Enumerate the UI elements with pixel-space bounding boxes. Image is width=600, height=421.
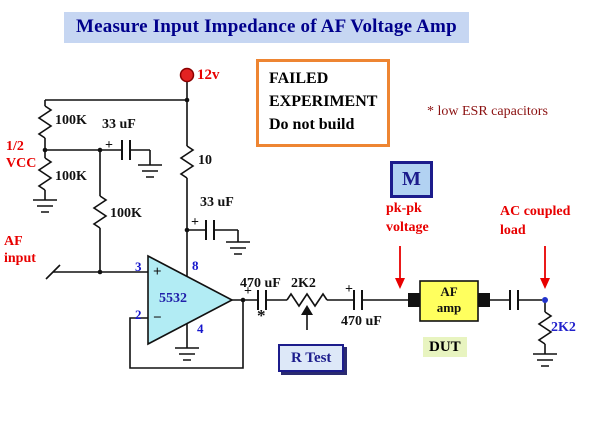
cap-out2-470uf: [353, 290, 363, 310]
dut-left-connector: [408, 293, 420, 307]
cap-out2-polarity: +: [345, 282, 353, 297]
ground-opamp: [175, 347, 199, 361]
feedback-loop-wire: [129, 300, 244, 369]
dut-right-connector: [478, 293, 490, 307]
pot-value-label: 2K2: [291, 276, 316, 291]
opamp-noninv-sign: +: [153, 264, 162, 280]
load-pointer-arrow: [540, 246, 550, 289]
page-title: Measure Input Impedance of AF Voltage Am…: [64, 12, 469, 43]
vcc-node-wires: [45, 149, 151, 165]
cap-out1-label: 470 uF: [240, 276, 281, 291]
resistor-divider-top-label: 100K: [55, 113, 87, 128]
dut-caption: DUT: [423, 337, 467, 357]
meter-caption-line2: voltage: [386, 220, 429, 235]
cap-out1-polarity: +: [244, 284, 252, 299]
resistor-divider-bottom-label: 100K: [55, 169, 87, 184]
dut-box-line2: amp: [436, 300, 462, 315]
cap-bypass-polarity: +: [105, 138, 113, 153]
resistor-series-100k: [92, 195, 108, 229]
cap-load-coupling: [509, 290, 519, 310]
resistors: [37, 105, 553, 345]
meter-pointer-arrow: [395, 246, 405, 289]
cap-out1-esr-mark: *: [257, 306, 266, 325]
load-resistor-label: 2K2: [551, 320, 576, 335]
opamp-pin8-label: 8: [192, 258, 199, 273]
cap-decouple-33uf: [205, 220, 215, 240]
half-vcc-label: 1/2 VCC: [6, 139, 36, 173]
af-input-line2: input: [4, 250, 36, 266]
esr-note: * low ESR capacitors: [427, 104, 548, 119]
resistor-load-2k2: [537, 311, 553, 345]
resistor-supply-label: 10: [198, 153, 212, 168]
meter-box: M: [390, 161, 433, 198]
af-input-label: AF input: [4, 234, 36, 268]
ground-divider: [33, 199, 57, 213]
grounds: [33, 164, 557, 367]
warning-line-3: Do not build: [269, 116, 355, 134]
potentiometer-rtest: [286, 292, 328, 308]
resistor-series-label: 100K: [110, 206, 142, 221]
warning-line-1: FAILED: [269, 70, 329, 87]
cap-bypass-33uf: [121, 140, 131, 160]
junction-dots: [42, 97, 246, 303]
warning-box: FAILED EXPERIMENT Do not build: [256, 59, 391, 147]
load-caption-line2: load: [500, 223, 526, 238]
resistor-divider-top: [37, 105, 53, 139]
opamp-pin4-label: 4: [197, 321, 204, 336]
meter-caption-line1: pk-pk: [386, 201, 422, 216]
half-vcc-line2: VCC: [6, 155, 37, 171]
load-caption-line1: AC coupled: [500, 204, 571, 219]
ground-decouple: [226, 241, 250, 255]
decouple-wires: [187, 229, 239, 242]
half-vcc-line1: 1/2: [6, 139, 24, 154]
rtest-callout: R Test: [278, 344, 345, 372]
cap-decouple-label: 33 uF: [200, 195, 234, 210]
cap-out1-470uf: [257, 290, 267, 310]
capacitors: [121, 140, 519, 310]
ground-load: [533, 353, 557, 367]
ground-bypass: [138, 164, 162, 178]
supply-dot: [179, 67, 195, 83]
pot-wiper-arrow: [301, 305, 313, 330]
cap-bypass-label: 33 uF: [102, 117, 136, 132]
cap-out2-label: 470 uF: [341, 314, 382, 329]
resistor-supply-10: [179, 145, 195, 179]
opamp-triangle: [147, 254, 234, 346]
load-node-dot: [542, 297, 548, 303]
dut-box: [419, 280, 479, 322]
resistor-divider-bottom: [37, 157, 53, 191]
opamp-pin3-label: 3: [135, 259, 142, 274]
dut-box-line1: AF: [440, 284, 458, 299]
opamp-pin2-label: 2: [135, 307, 142, 322]
cap-decouple-polarity: +: [191, 215, 199, 230]
opamp-part-label: 5532: [159, 291, 187, 306]
warning-line-2: EXPERIMENT: [269, 93, 378, 111]
supply-voltage-label: 12v: [197, 67, 220, 83]
af-input-line1: AF: [4, 234, 23, 249]
input-terminal-slash: [45, 264, 61, 280]
opamp-inv-sign: −: [153, 310, 162, 326]
